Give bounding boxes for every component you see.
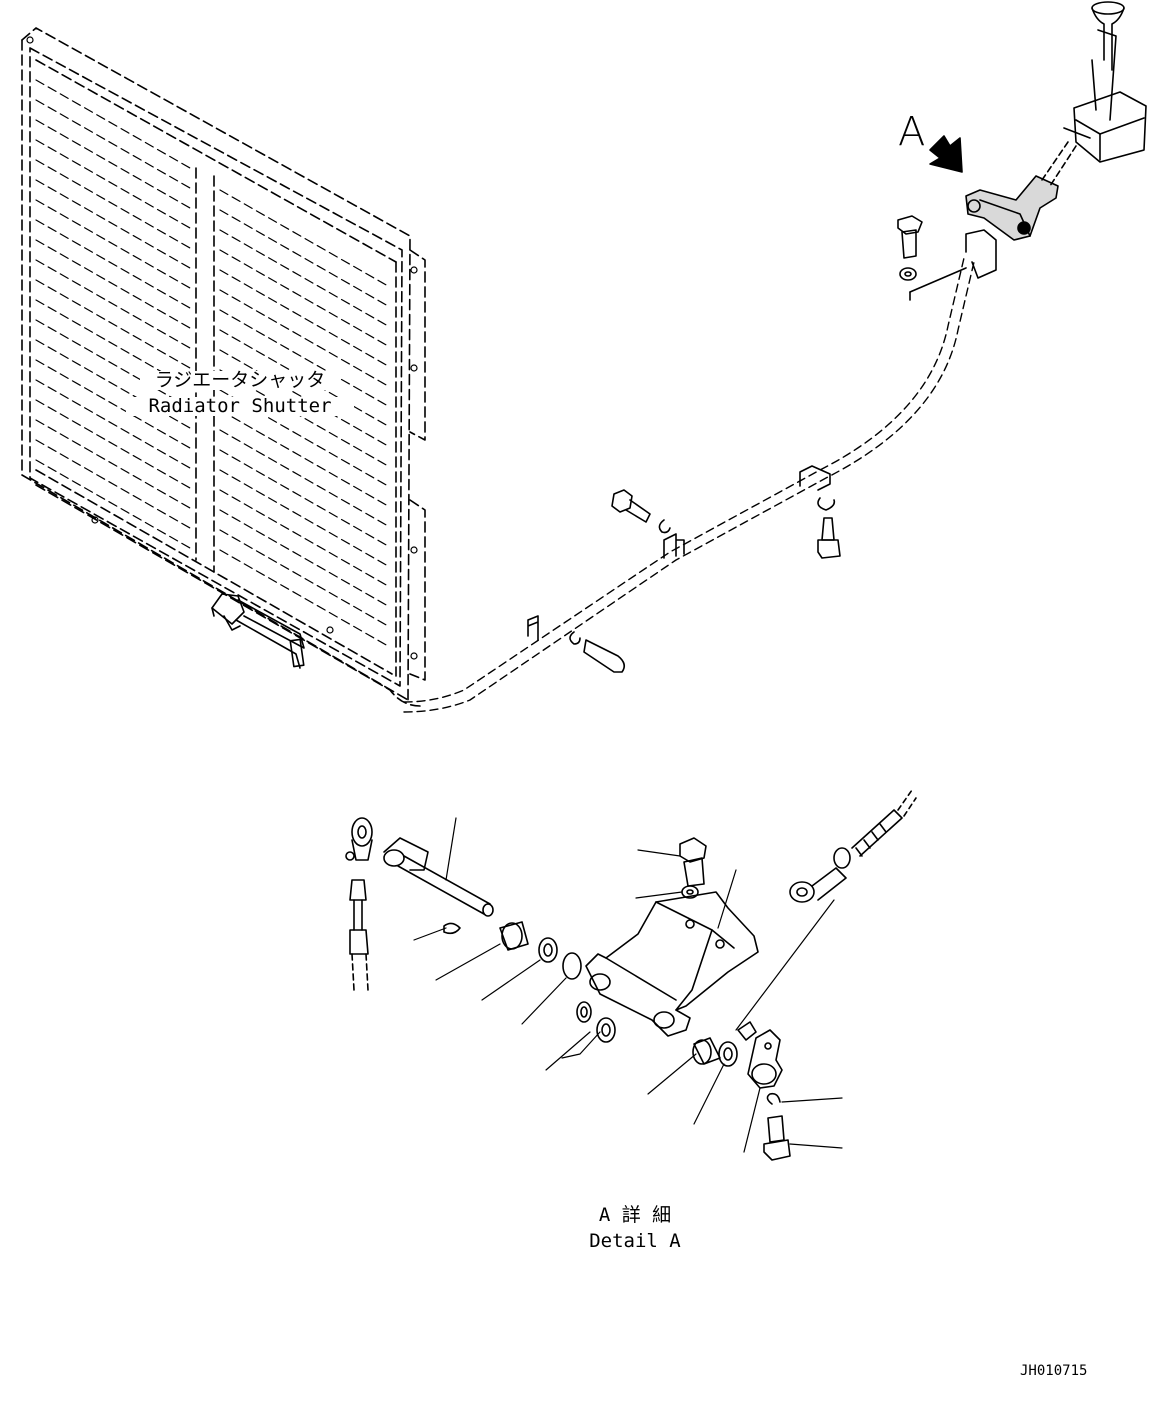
cable-clamps xyxy=(527,229,997,641)
shutter-linkage xyxy=(211,593,305,669)
control-cable xyxy=(403,257,975,713)
clamp-bolts xyxy=(569,215,967,673)
leader-lines xyxy=(413,817,843,1153)
detail-title-en: Detail A xyxy=(589,1230,681,1252)
drawing-code: JH010715 xyxy=(1020,1363,1088,1379)
view-arrow-a xyxy=(929,135,963,173)
radiator-label-en: Radiator Shutter xyxy=(126,397,354,416)
radiator-shutter xyxy=(21,27,426,707)
detail-title-jp: A 詳 細 xyxy=(598,1204,672,1226)
radiator-label-jp: ラジエータシャッタ xyxy=(140,371,340,390)
detail-a-drawing xyxy=(345,789,917,1161)
shutter-louvers xyxy=(26,36,418,660)
view-marker-a: A xyxy=(898,109,926,155)
control-lever-assembly xyxy=(965,1,1147,241)
